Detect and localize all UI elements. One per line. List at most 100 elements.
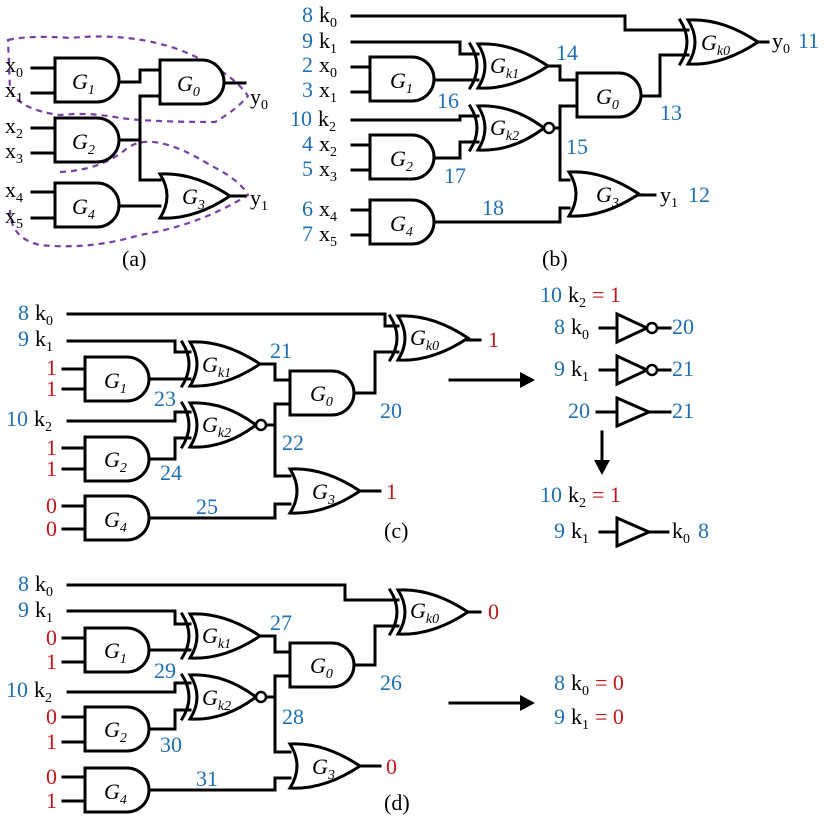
input-value: 0 <box>46 704 57 729</box>
svg-text:9k1: 9k1 <box>18 597 53 626</box>
svg-text:G4: G4 <box>104 779 127 808</box>
output-value: 0 <box>386 754 397 779</box>
output-value: 1 <box>488 327 499 352</box>
svg-text:G1: G1 <box>390 68 413 97</box>
wire-number: 31 <box>196 766 218 791</box>
wire-number: 30 <box>160 732 182 757</box>
svg-text:G2: G2 <box>72 129 95 158</box>
svg-text:G3: G3 <box>596 182 619 211</box>
svg-text:Gk1: Gk1 <box>202 623 231 652</box>
svg-text:G4: G4 <box>104 507 127 536</box>
svg-text:2x0: 2x0 <box>302 52 337 81</box>
svg-text:G4: G4 <box>390 211 413 240</box>
svg-text:Gk2: Gk2 <box>202 412 231 441</box>
panel-label-b: (b) <box>542 246 568 271</box>
inverter <box>615 354 659 386</box>
wire-number: 17 <box>444 163 466 188</box>
output-label: y0 <box>250 84 268 113</box>
svg-text:6x4: 6x4 <box>302 196 337 225</box>
wire-number: 23 <box>154 386 176 411</box>
svg-text:8k0: 8k0 <box>18 300 53 329</box>
svg-text:20: 20 <box>568 398 590 423</box>
panel-a: G1 G2 G4 G0 G3 x0 x1 x2 x3 x4 x5 y0 y1 (… <box>5 35 268 271</box>
input-value: 1 <box>46 435 57 460</box>
input-value: 0 <box>46 493 57 518</box>
wire-number: 13 <box>660 100 682 125</box>
svg-text:Gk2: Gk2 <box>202 685 231 714</box>
input-value: 1 <box>46 788 57 813</box>
input-value: 1 <box>46 729 57 754</box>
buffer <box>615 516 651 548</box>
input-value: 0 <box>46 516 57 541</box>
svg-text:k08: k08 <box>672 518 709 547</box>
input-label: x1 <box>5 77 23 106</box>
svg-text:G4: G4 <box>72 194 95 223</box>
svg-text:9k1: 9k1 <box>18 326 53 355</box>
svg-text:5x3: 5x3 <box>302 156 337 185</box>
input-value: 0 <box>46 764 57 789</box>
svg-text:9k1: 9k1 <box>554 356 589 385</box>
wire-number: 28 <box>282 704 304 729</box>
svg-text:20: 20 <box>672 314 694 339</box>
wire-number: 26 <box>380 670 402 695</box>
svg-text:8k0: 8k0 <box>554 314 589 343</box>
svg-text:G3: G3 <box>182 184 205 213</box>
input-label: x2 <box>5 113 23 142</box>
svg-text:G3: G3 <box>312 479 335 508</box>
wire-number: 24 <box>160 460 182 485</box>
svg-text:Gk2: Gk2 <box>490 115 519 144</box>
svg-text:G0: G0 <box>310 653 333 682</box>
svg-text:G1: G1 <box>72 69 95 98</box>
svg-text:Gk1: Gk1 <box>490 53 519 82</box>
svg-text:Gk1: Gk1 <box>202 352 231 381</box>
wire-number: 16 <box>437 88 459 113</box>
svg-text:G1: G1 <box>104 638 127 667</box>
svg-text:4x2: 4x2 <box>302 131 337 160</box>
svg-text:G3: G3 <box>312 754 335 783</box>
input-value: 0 <box>46 625 57 650</box>
input-label: x4 <box>5 177 23 206</box>
svg-text:Gk0: Gk0 <box>410 598 439 627</box>
svg-text:G0: G0 <box>310 381 333 410</box>
wire-number: 22 <box>282 430 304 455</box>
input-value: 1 <box>46 456 57 481</box>
svg-text:Gk0: Gk0 <box>701 30 730 59</box>
svg-text:9k1: 9k1 <box>554 518 589 547</box>
svg-text:8k0: 8k0 <box>302 2 337 31</box>
input-label: x3 <box>5 138 23 167</box>
svg-text:7x5: 7x5 <box>302 221 337 250</box>
wire-number: 18 <box>482 195 504 220</box>
svg-text:3x1: 3x1 <box>302 77 337 106</box>
input-label: x0 <box>5 52 23 81</box>
panel-label-c: (c) <box>384 518 408 543</box>
svg-text:G2: G2 <box>104 447 127 476</box>
input-value: 1 <box>46 649 57 674</box>
output-label: y1 <box>250 185 268 214</box>
svg-text:21: 21 <box>672 398 694 423</box>
input-value: 1 <box>46 355 57 380</box>
svg-text:G2: G2 <box>104 717 127 746</box>
buffer <box>615 396 651 428</box>
wire-number: 21 <box>270 338 292 363</box>
wire-number: 20 <box>380 398 402 423</box>
wire-number: 27 <box>270 610 292 635</box>
svg-text:G1: G1 <box>104 368 127 397</box>
inverter <box>615 312 659 344</box>
highlight-outline <box>8 140 250 248</box>
svg-text:8k0: 8k0 <box>18 571 53 600</box>
